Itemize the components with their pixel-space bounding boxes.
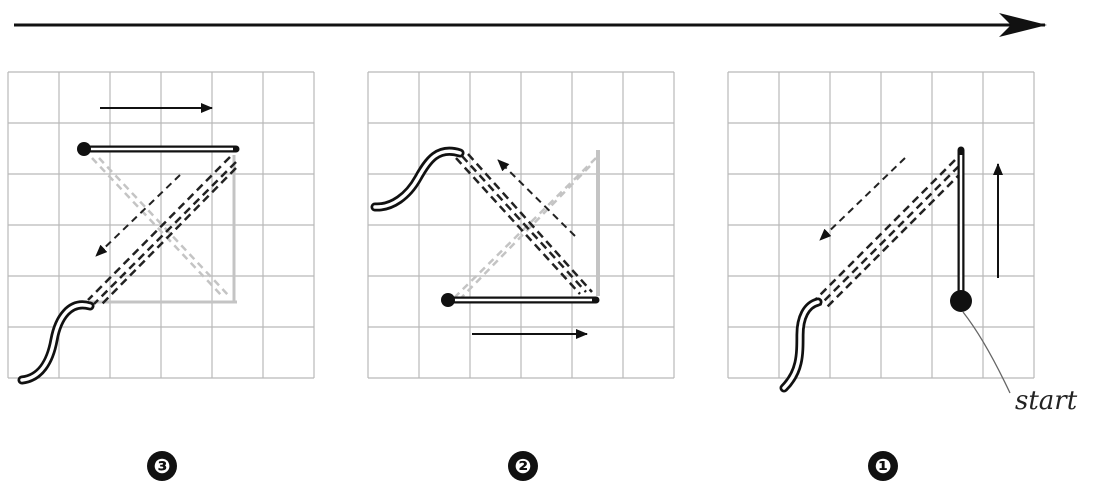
dashed-arrow [497,159,576,237]
serpent-tail-inner [20,303,92,382]
dashed-arrow [819,157,906,241]
grid [727,71,1035,379]
start-dot [950,290,972,312]
pivot-dot [77,142,91,156]
serpent-tail-inner [373,149,462,209]
pivot-dot [441,293,455,307]
step-2-badge: ❷ [508,451,538,481]
start-leader-line [962,311,1011,394]
panel-step-1 [727,71,1035,394]
start-label: start [1015,386,1078,416]
dashed-arrow [95,174,181,257]
serpent-tail-inner [782,300,820,390]
serpent-tail [17,300,95,385]
pale-dashed-paths [91,157,230,297]
grid [7,71,315,379]
panel-step-3 [7,71,315,385]
dark-dashed-paths [814,159,963,309]
dark-dashed-paths [455,153,593,295]
grid [367,71,675,379]
previous-bar-positions [90,155,237,304]
step-3-badge: ❸ [147,451,177,481]
dark-dashed-paths [87,156,237,307]
step-1-badge: ❶ [868,451,898,481]
panel-step-2 [367,71,675,379]
